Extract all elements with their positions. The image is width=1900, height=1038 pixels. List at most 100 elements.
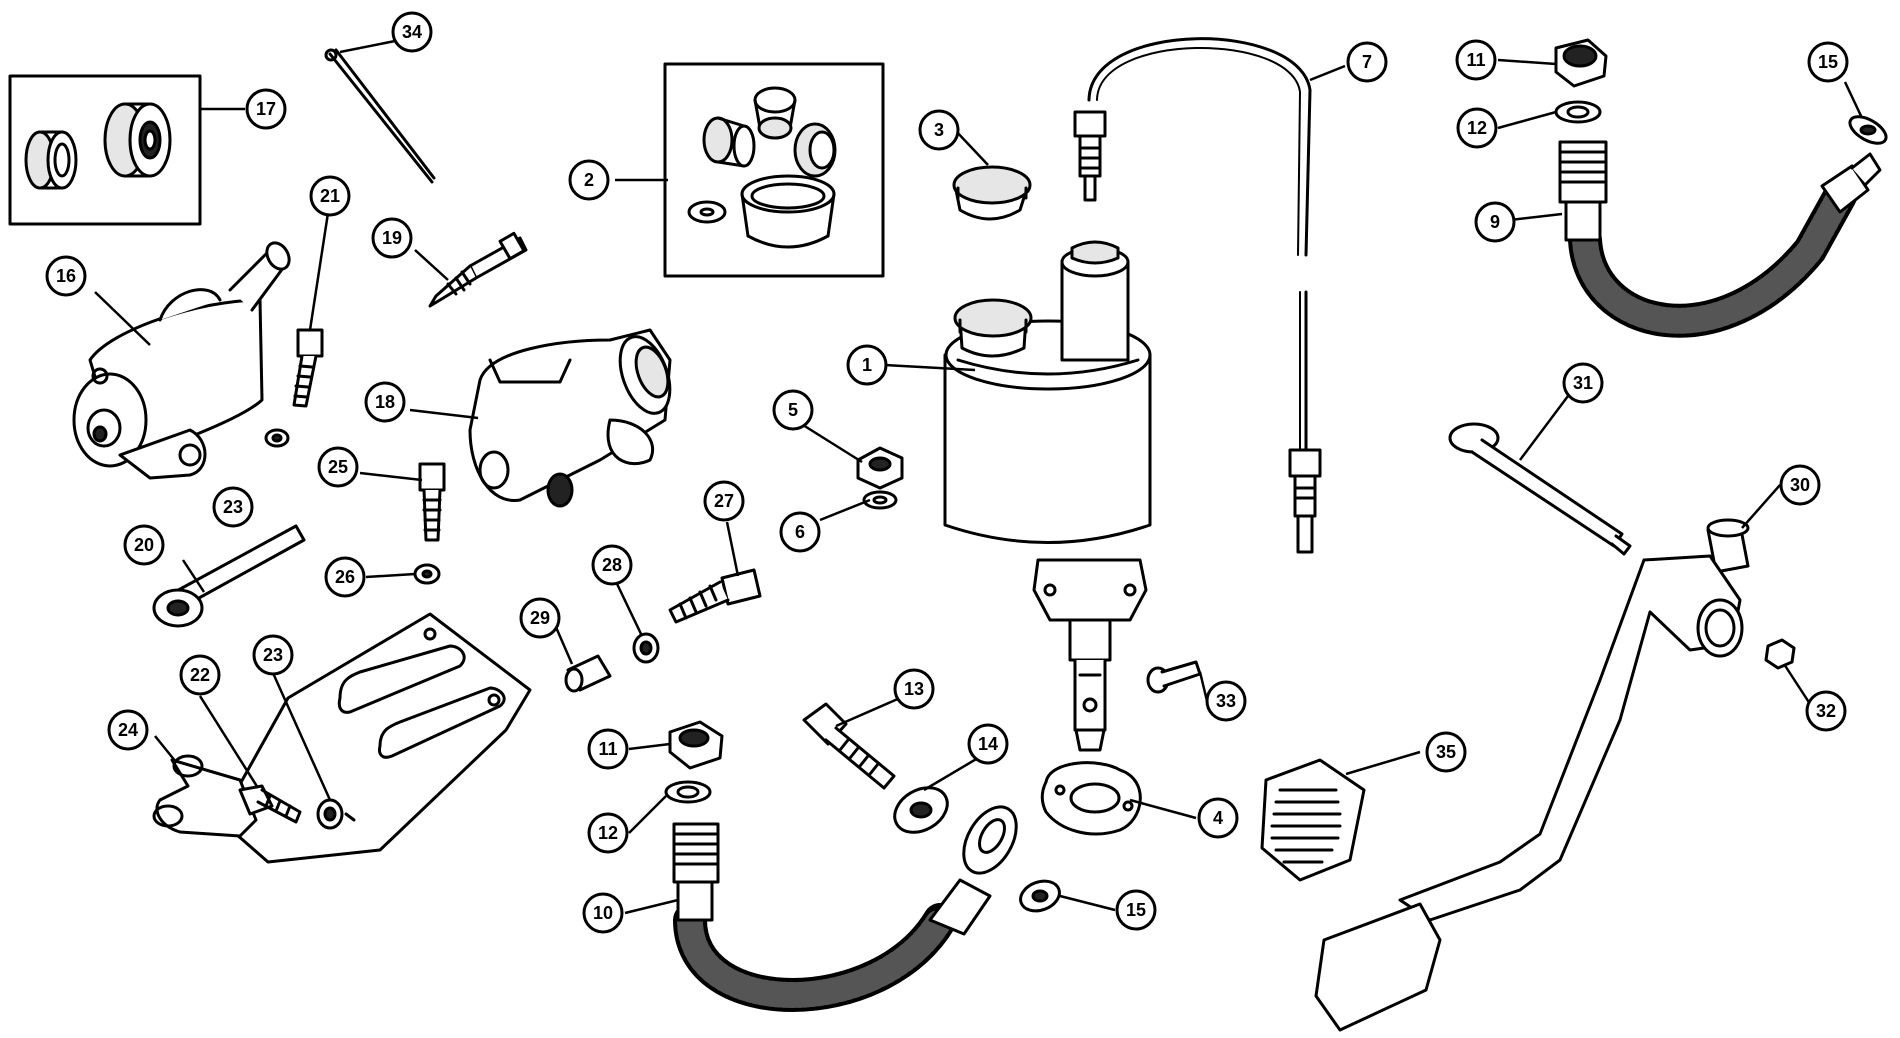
svg-text:32: 32 bbox=[1816, 701, 1836, 721]
callout-5: 5 bbox=[772, 389, 814, 431]
callout-32: 32 bbox=[1805, 690, 1847, 732]
svg-text:17: 17 bbox=[256, 99, 276, 119]
callout-15-bottom: 15 bbox=[1115, 889, 1157, 931]
part-4-gasket bbox=[1040, 761, 1142, 836]
part-33-clevis-pin bbox=[1146, 660, 1202, 694]
callout-4: 4 bbox=[1197, 797, 1239, 839]
svg-text:7: 7 bbox=[1362, 52, 1372, 72]
svg-text:27: 27 bbox=[714, 491, 734, 511]
part-11-nut-top bbox=[1554, 38, 1608, 88]
svg-text:13: 13 bbox=[904, 679, 924, 699]
callout-22: 22 bbox=[179, 654, 221, 696]
callout-6: 6 bbox=[779, 511, 821, 553]
callout-3: 3 bbox=[918, 109, 960, 151]
callout-23-lower: 23 bbox=[252, 634, 294, 676]
svg-text:31: 31 bbox=[1573, 373, 1593, 393]
part-23-nut-upper bbox=[264, 428, 290, 448]
leader-lines bbox=[94, 36, 1864, 915]
svg-text:35: 35 bbox=[1436, 742, 1456, 762]
svg-text:21: 21 bbox=[320, 186, 340, 206]
part-5-nut bbox=[856, 446, 904, 490]
svg-text:33: 33 bbox=[1216, 691, 1236, 711]
callout-28: 28 bbox=[591, 544, 633, 586]
part-21-bolt bbox=[292, 328, 324, 408]
svg-text:20: 20 bbox=[134, 535, 154, 555]
callout-9: 9 bbox=[1474, 201, 1516, 243]
callout-21: 21 bbox=[309, 175, 351, 217]
svg-text:19: 19 bbox=[382, 228, 402, 248]
part-34-split-pin bbox=[324, 48, 436, 184]
callout-12-bottom: 12 bbox=[587, 812, 629, 854]
part-9-hose bbox=[1558, 140, 1882, 338]
part-30-bush bbox=[1706, 518, 1750, 574]
callout-26: 26 bbox=[324, 556, 366, 598]
part-17-seal-kit bbox=[8, 74, 202, 226]
svg-text:26: 26 bbox=[335, 567, 355, 587]
callout-35: 35 bbox=[1425, 731, 1467, 773]
part-13-bolt bbox=[802, 702, 896, 790]
part-19-bleed-screw bbox=[428, 231, 528, 308]
svg-text:23: 23 bbox=[223, 497, 243, 517]
part-16-slave-cylinder bbox=[72, 241, 291, 480]
callout-19: 19 bbox=[371, 217, 413, 259]
callout-18: 18 bbox=[364, 381, 406, 423]
callout-29: 29 bbox=[519, 597, 561, 639]
svg-text:30: 30 bbox=[1790, 475, 1810, 495]
callout-7: 7 bbox=[1346, 41, 1388, 83]
callout-25: 25 bbox=[317, 446, 359, 488]
svg-text:11: 11 bbox=[598, 739, 617, 759]
part-6-spring-washer bbox=[862, 490, 898, 510]
callout-14: 14 bbox=[967, 723, 1009, 765]
svg-text:4: 4 bbox=[1213, 808, 1223, 828]
part-18-cylinder-body bbox=[468, 328, 672, 508]
svg-text:11: 11 bbox=[1466, 50, 1485, 70]
svg-text:22: 22 bbox=[190, 665, 210, 685]
part-35-pedal-pad bbox=[1260, 758, 1366, 882]
part-7-pipe bbox=[1073, 37, 1322, 554]
svg-text:3: 3 bbox=[934, 120, 944, 140]
callout-20: 20 bbox=[123, 524, 165, 566]
callout-27: 27 bbox=[703, 480, 745, 522]
svg-text:12: 12 bbox=[1467, 118, 1487, 138]
svg-text:15: 15 bbox=[1818, 52, 1838, 72]
part-12-washer-bottom bbox=[664, 780, 712, 804]
part-14-washer bbox=[893, 786, 949, 834]
callout-10: 10 bbox=[582, 892, 624, 934]
part-26-nut bbox=[413, 563, 441, 585]
svg-text:16: 16 bbox=[56, 266, 76, 286]
part-25-bolt bbox=[418, 462, 446, 542]
callout-13: 13 bbox=[893, 668, 935, 710]
callout-17: 17 bbox=[245, 88, 287, 130]
callout-12-top: 12 bbox=[1456, 107, 1498, 149]
callout-31: 31 bbox=[1562, 362, 1604, 404]
part-28-washer bbox=[632, 632, 660, 664]
callout-16: 16 bbox=[45, 255, 87, 297]
part-15-washer-top bbox=[1848, 115, 1888, 145]
part-10-hose bbox=[672, 805, 1018, 1012]
callout-34: 34 bbox=[391, 11, 433, 53]
svg-text:2: 2 bbox=[584, 170, 594, 190]
svg-text:18: 18 bbox=[375, 392, 395, 412]
svg-text:10: 10 bbox=[593, 903, 613, 923]
svg-text:1: 1 bbox=[862, 355, 872, 375]
callout-2: 2 bbox=[568, 159, 610, 201]
svg-text:25: 25 bbox=[328, 457, 348, 477]
svg-text:34: 34 bbox=[402, 22, 422, 42]
svg-text:14: 14 bbox=[978, 734, 998, 754]
part-pedal-arm bbox=[1314, 554, 1744, 1032]
part-2-repair-kit bbox=[663, 62, 885, 278]
svg-text:15: 15 bbox=[1126, 900, 1146, 920]
svg-text:24: 24 bbox=[118, 720, 138, 740]
part-1-master-cylinder bbox=[943, 240, 1152, 752]
callout-11-top: 11 bbox=[1455, 39, 1497, 81]
callout-15-top: 15 bbox=[1807, 41, 1849, 83]
part-3-reservoir-cap bbox=[952, 165, 1032, 221]
part-29-bush bbox=[564, 654, 612, 693]
part-15-washer-bottom bbox=[1019, 879, 1061, 913]
svg-text:12: 12 bbox=[598, 823, 618, 843]
callout-24: 24 bbox=[107, 709, 149, 751]
callout-33: 33 bbox=[1205, 680, 1247, 722]
svg-text:23: 23 bbox=[263, 645, 283, 665]
